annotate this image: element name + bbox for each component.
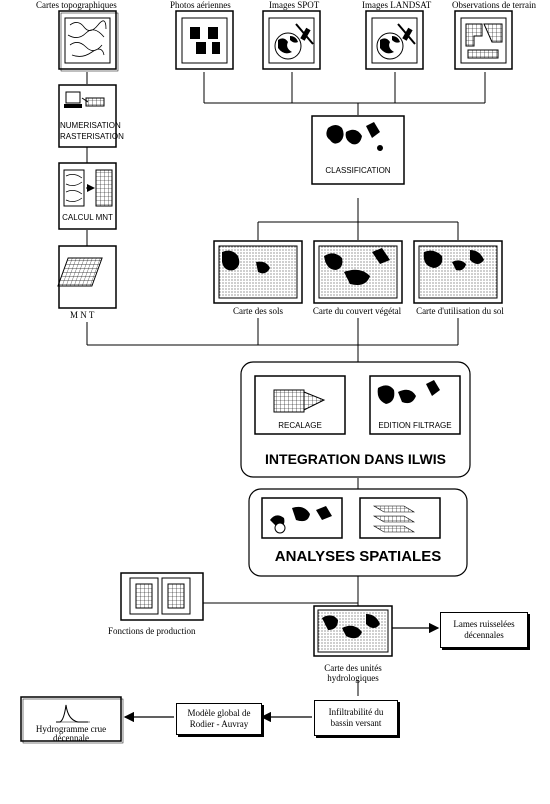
- analyses-title: ANALYSES SPATIALES: [274, 548, 442, 565]
- numerisation-label: NUMERISATION: [60, 121, 121, 130]
- hydrogramme-box: [20, 696, 124, 744]
- landsat-label: Images LANDSAT: [362, 0, 432, 10]
- spot-box: [262, 10, 321, 70]
- modele-label-1: Modèle global de: [187, 708, 251, 718]
- observations-box: [454, 10, 513, 70]
- cartes-label: Cartes topographiques: [36, 0, 117, 10]
- observations-label: Observations de terrain: [452, 0, 536, 10]
- cartes-box: [58, 10, 119, 72]
- fonctions-box: [120, 572, 204, 621]
- field-map-icon: [465, 23, 503, 59]
- terrain-mesh-icon: [57, 257, 103, 287]
- hydro-label-1: Hydrogramme crue: [35, 724, 107, 734]
- arrows: [123, 622, 440, 723]
- carte-couvert-box: [313, 240, 403, 304]
- calcul-mnt-box: [58, 162, 117, 230]
- unites-label-1: Carte des unités: [324, 663, 382, 673]
- hydro-label-2: décennale: [53, 733, 89, 743]
- unites-label-2: hydrologiques: [327, 673, 379, 683]
- analyses-panel: [248, 488, 468, 577]
- blob-map-icon: [326, 122, 383, 151]
- infiltrabilite-box: Infiltrabilité du bassin versant: [314, 700, 398, 736]
- carte-couvert-label: Carte du couvert végétal: [312, 306, 402, 316]
- classification-label: CLASSIFICATION: [325, 166, 391, 175]
- rasterisation-label: RASTERISATION: [60, 132, 124, 141]
- lames-label-1: Lames ruisselées: [453, 619, 515, 629]
- lames-label-2: décennales: [464, 630, 504, 640]
- infil-label-1: Infiltrabilité du: [328, 707, 384, 717]
- photos-box: [175, 10, 234, 70]
- edition-label: EDITION FILTRAGE: [378, 421, 452, 430]
- carte-sols-box: [213, 240, 303, 304]
- integration-panel: [240, 361, 471, 478]
- edition-blob-icon: [377, 380, 440, 404]
- modele-box: Modèle global de Rodier - Auvray: [176, 703, 262, 735]
- lames-box: Lames ruisselées décennales: [440, 612, 528, 648]
- carte-sols-label: Carte des sols: [233, 306, 283, 316]
- map-contour-icon: [67, 20, 107, 57]
- infil-label-2: bassin versant: [330, 718, 382, 728]
- mnt-box: [57, 245, 117, 309]
- globe-satellite-icon: [376, 23, 416, 60]
- calcul-mnt-label: CALCUL MNT: [62, 213, 113, 222]
- recalage-label: RECALAGE: [278, 421, 322, 430]
- carte-utilisation-label: Carte d'utilisation du sol: [416, 306, 504, 316]
- unites-box: [313, 605, 393, 657]
- integration-title: INTEGRATION DANS ILWIS: [265, 451, 446, 467]
- fonctions-label: Fonctions de production: [108, 626, 196, 636]
- curve-icon: [56, 704, 88, 723]
- modele-label-2: Rodier - Auvray: [189, 719, 249, 729]
- landsat-box: [365, 10, 424, 70]
- numerisation-box: [58, 84, 117, 148]
- connector-lines: [86, 72, 486, 696]
- aerial-photo-icon: [190, 27, 220, 54]
- mnt-label: M N T: [70, 310, 95, 320]
- spot-label: Images SPOT: [269, 0, 320, 10]
- computer-icon: [64, 91, 105, 108]
- grid-mesh-icon: [95, 169, 113, 207]
- globe-satellite-icon: [274, 23, 314, 60]
- recalage-grid-icon: [273, 389, 305, 413]
- classification-box: [311, 115, 405, 185]
- photos-label: Photos aériennes: [170, 0, 231, 10]
- carte-utilisation-box: [413, 240, 503, 304]
